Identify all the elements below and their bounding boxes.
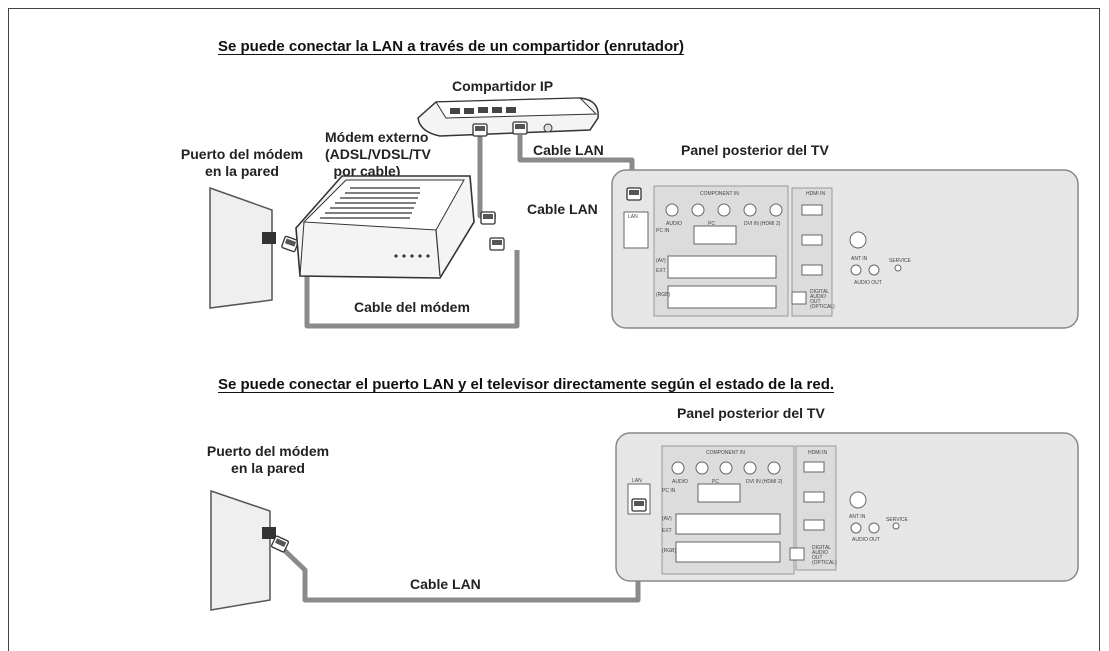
modem-label-line-1: Módem externo: [325, 129, 429, 145]
audio-label-2: AUDIO: [672, 479, 688, 485]
wall-port-label-2-line-2: en la pared: [231, 460, 305, 476]
tv-lan-plug-2: [631, 498, 647, 512]
pc-in-label-1: PC IN: [656, 228, 670, 234]
audio-label-1: AUDIO: [666, 221, 682, 227]
digital-audio-out-line-3: OUT: [810, 299, 821, 305]
modem-label: Módem externo (ADSL/VDSL/TV por cable): [325, 129, 431, 180]
modem-label-line-3: por cable): [333, 163, 401, 179]
digital-audio-out-line-3: OUT: [812, 555, 823, 561]
pc-label-2: PC: [712, 479, 719, 485]
hdmi-in-label-1: HDMI IN: [806, 191, 826, 197]
tv-back-panel-1: [611, 169, 1079, 329]
digital-audio-out-line-4: (OPTICAL): [812, 560, 837, 566]
pc-label-1: PC: [708, 221, 715, 227]
wall-port-label-2-line-1: Puerto del módem: [206, 443, 330, 459]
digital-audio-out-line-1: DIGITAL: [812, 545, 832, 551]
rgb-label-2: (RGB): [662, 548, 677, 554]
ip-router: [417, 97, 599, 137]
wall-port-label-1-line-2: en la pared: [205, 163, 279, 179]
lan-cable-2: [280, 516, 641, 603]
ext-label-1: EXT: [656, 268, 666, 274]
ext-label-2: EXT: [662, 528, 672, 534]
cable-lan-label-2: Cable LAN: [410, 576, 481, 592]
router-plug-1: [472, 123, 488, 137]
tv-panel-label-1: Panel posterior del TV: [681, 142, 829, 158]
wall-port-2: [210, 489, 290, 611]
lan-label-2: LAN: [632, 478, 642, 484]
ant-in-label-1: ANT IN: [851, 256, 868, 262]
service-label-1: SERVICE: [889, 258, 911, 264]
wall-port-label-1-line-1: Puerto del módem: [180, 146, 304, 162]
pc-in-label-2: PC IN: [662, 488, 676, 494]
digital-audio-out-line-2: AUDIO: [812, 550, 828, 556]
tv-back-panel-2: [615, 432, 1079, 582]
audio-out-label-2: AUDIO OUT: [852, 537, 880, 543]
hdmi-in-label-2: HDMI IN: [808, 450, 828, 456]
cable-lan-label-mid: Cable LAN: [527, 201, 598, 217]
dvi-in-label-1: DVI IN (HDMI 2): [744, 221, 781, 227]
digital-audio-out-line-1: DIGITAL: [810, 289, 830, 295]
service-label-2: SERVICE: [886, 517, 908, 523]
audio-out-label-1: AUDIO OUT: [854, 280, 882, 286]
wall-plug-1: [280, 235, 300, 253]
cable-lan-label-top: Cable LAN: [533, 142, 604, 158]
dvi-in-label-2: DVI IN (HDMI 2): [746, 479, 783, 485]
router-label: Compartidor IP: [452, 78, 554, 94]
av-label-2: (AV): [662, 516, 672, 522]
external-modem: [295, 175, 505, 279]
wall-port-label-1: Puerto del módem en la pared: [175, 146, 309, 180]
lan-cable-modem-router: [477, 136, 496, 219]
component-in-label-2: COMPONENT IN: [706, 450, 745, 456]
digital-audio-out-line-2: AUDIO: [810, 294, 826, 300]
tv-panel-label-2: Panel posterior del TV: [677, 405, 825, 421]
ant-in-label-2: ANT IN: [849, 514, 866, 520]
av-label-1: (AV): [656, 258, 666, 264]
section2-heading: Se puede conectar el puerto LAN y el tel…: [218, 376, 835, 393]
digital-audio-out-line-4: (OPTICAL): [810, 304, 835, 310]
modem-lan-plug: [480, 211, 496, 225]
cable-modem-label: Cable del módem: [354, 299, 470, 315]
router-plug-2: [512, 121, 528, 135]
wall-port-label-2: Puerto del módem en la pared: [201, 443, 335, 477]
tv-lan-plug-1: [626, 187, 642, 201]
modem-line-plug: [489, 237, 505, 251]
component-in-label-1: COMPONENT IN: [700, 191, 739, 197]
lan-label-1: LAN: [628, 214, 638, 220]
wall-port-1: [209, 186, 300, 309]
digital-audio-out-label-2: DIGITAL AUDIO OUT (OPTICAL): [812, 546, 837, 566]
modem-label-line-2: (ADSL/VDSL/TV: [325, 146, 431, 162]
section1-heading: Se puede conectar la LAN a través de un …: [218, 38, 684, 55]
digital-audio-out-label-1: DIGITAL AUDIO OUT (OPTICAL): [810, 290, 835, 310]
rgb-label-1: (RGB): [656, 292, 671, 298]
